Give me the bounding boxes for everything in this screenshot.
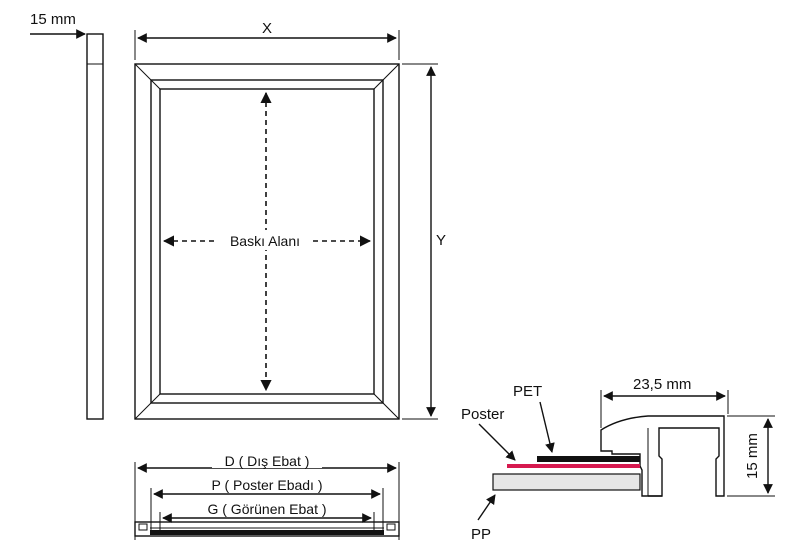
front-frame (134, 63, 400, 420)
pet-label: PET (513, 383, 542, 400)
outer-size-label: D ( Dış Ebat ) (225, 453, 310, 469)
poster-label: Poster (461, 406, 504, 423)
pp-layer (492, 473, 641, 491)
poster-size-label: P ( Poster Ebadı ) (211, 477, 322, 493)
profile-width-label: 23,5 mm (633, 376, 691, 393)
profile-section (477, 390, 775, 521)
poster-layer (507, 464, 640, 468)
pet-layer (537, 456, 640, 462)
width-label: X (262, 20, 272, 37)
print-area-label: Baskı Alanı (230, 233, 300, 249)
side-depth-label: 15 mm (30, 11, 76, 28)
visible-size-label: G ( Görünen Ebat ) (207, 501, 326, 517)
width-dimension (134, 30, 400, 60)
side-profile (30, 29, 104, 420)
pp-label: PP (471, 526, 491, 543)
height-dimension (402, 63, 438, 420)
profile-height-label: 15 mm (744, 433, 761, 479)
height-label: Y (436, 232, 446, 249)
print-area-label-bg (219, 230, 312, 250)
